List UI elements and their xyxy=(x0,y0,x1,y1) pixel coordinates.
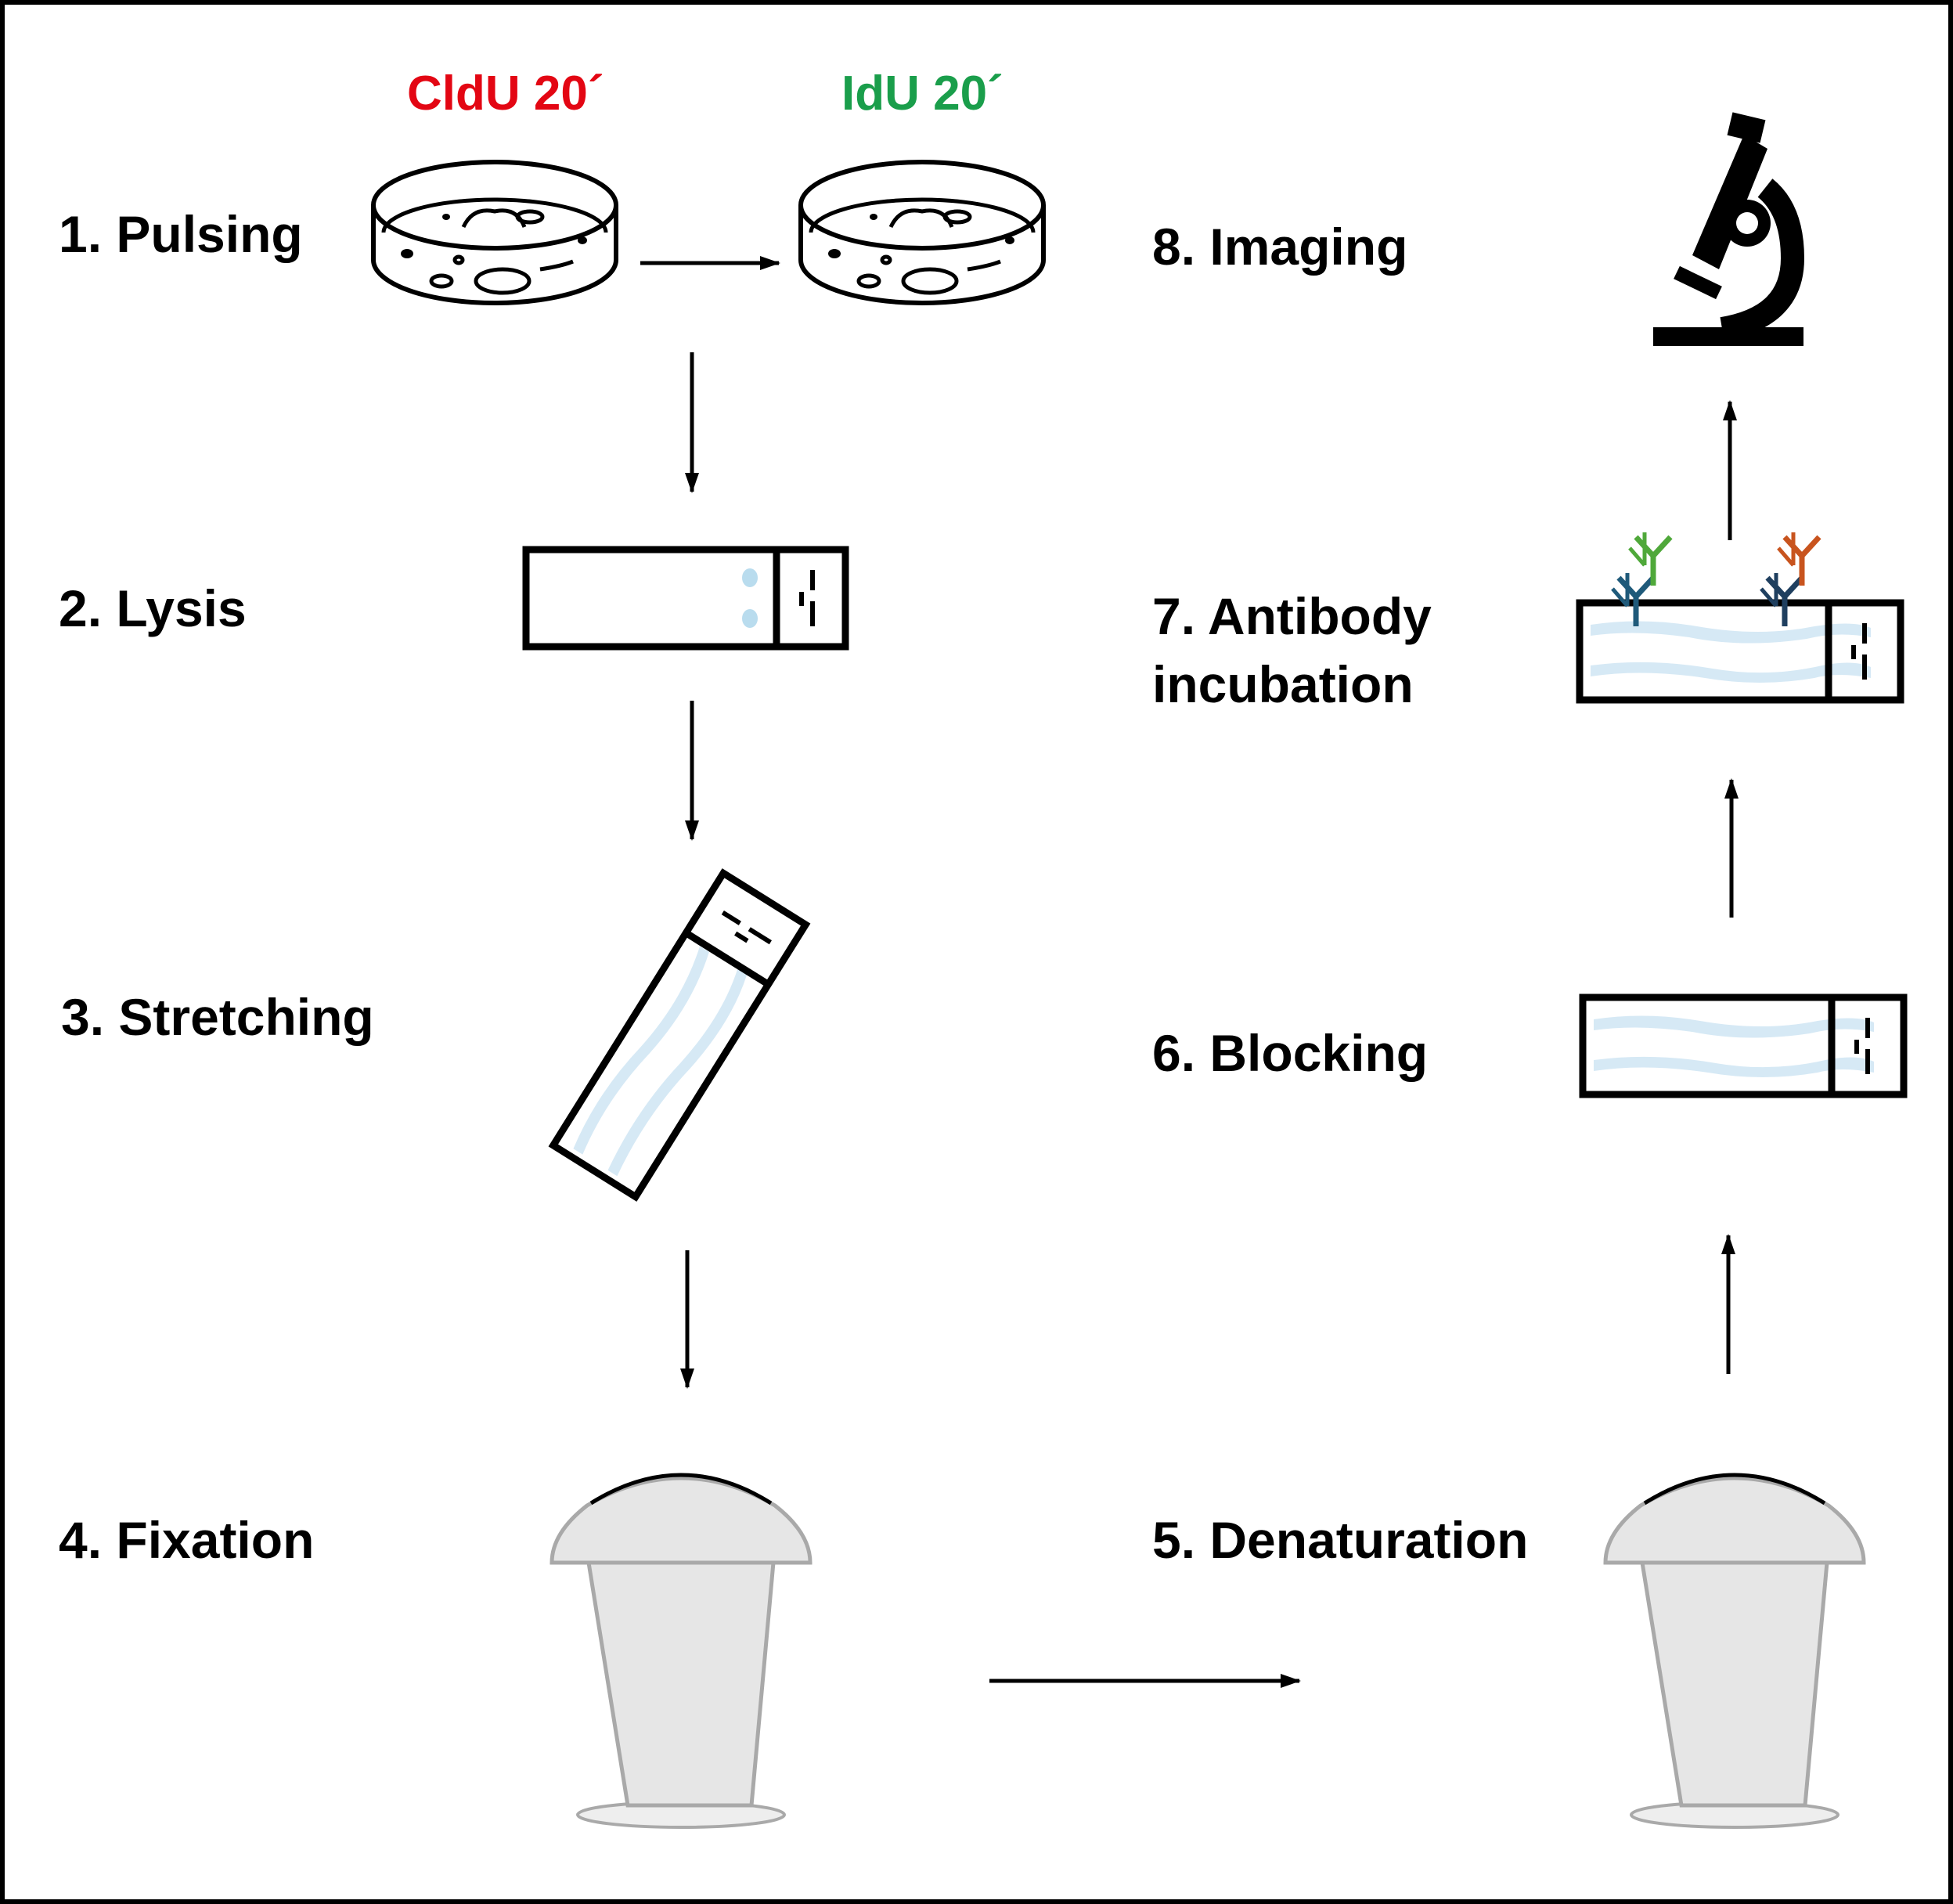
step-label-stretching: 3. Stretching xyxy=(61,988,374,1046)
step-label-lysis: 2. Lysis xyxy=(59,579,247,637)
petri-dish-icon xyxy=(801,162,1043,303)
step-label-antibody-line1: 7. Antibody xyxy=(1152,587,1432,645)
step-label-fixation: 4. Fixation xyxy=(59,1511,314,1569)
glass-slide-icon xyxy=(1580,603,1901,700)
step-label-blocking: 6. Blocking xyxy=(1152,1024,1428,1082)
step-label-pulsing: 1. Pulsing xyxy=(59,205,303,263)
microscope-icon xyxy=(1653,112,1805,346)
cldu-pulse-label: CldU 20´ xyxy=(407,67,604,121)
glass-slide-icon xyxy=(548,868,811,1202)
coplin-jar-icon xyxy=(552,1475,810,1827)
step-label-denaturation: 5. Denaturation xyxy=(1152,1511,1528,1569)
step-label-imaging: 8. Imaging xyxy=(1152,218,1407,276)
petri-dish-icon xyxy=(373,162,616,303)
coplin-jar-icon xyxy=(1605,1475,1864,1827)
idu-pulse-label: IdU 20´ xyxy=(841,67,1004,121)
glass-slide-icon xyxy=(1583,997,1904,1094)
glass-slide-icon xyxy=(522,546,849,651)
step-label-antibody-line2: incubation xyxy=(1152,655,1414,713)
